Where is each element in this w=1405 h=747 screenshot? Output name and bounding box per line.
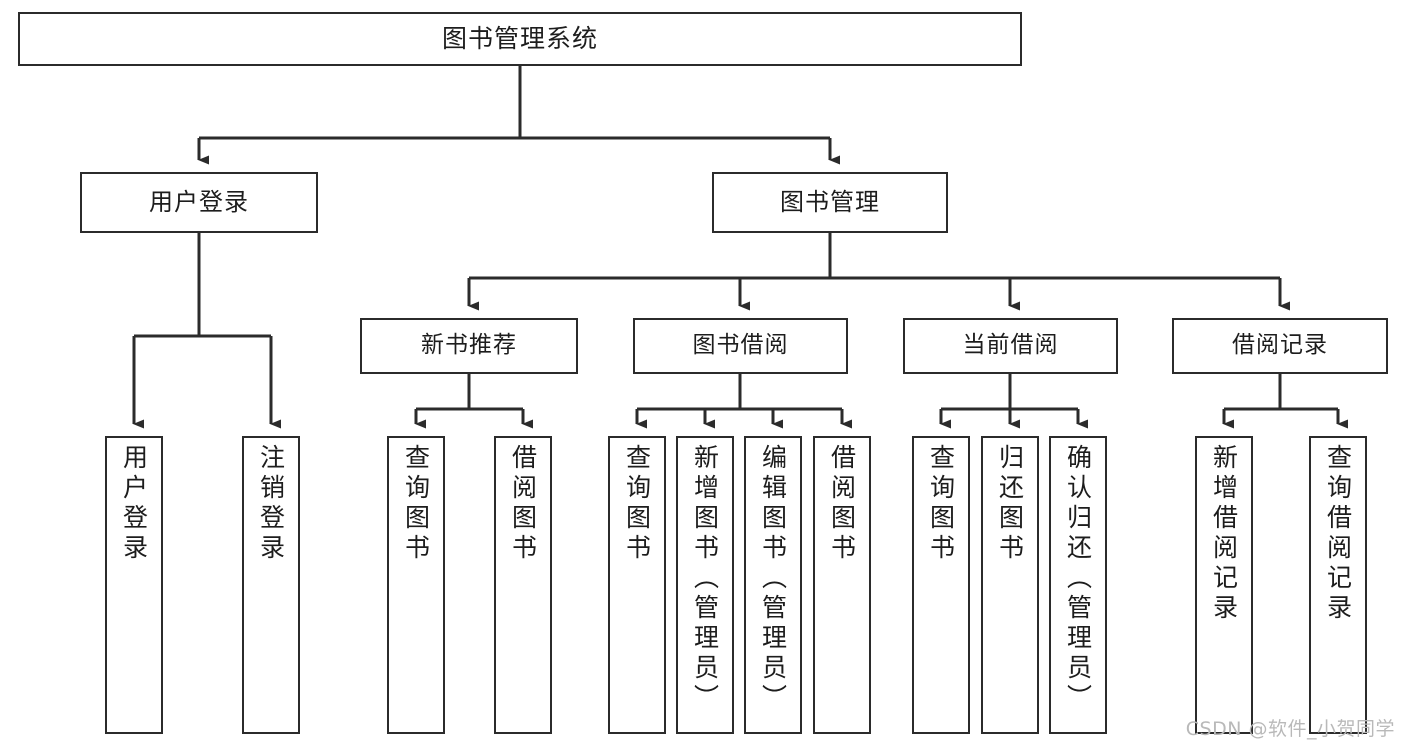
node-label: 归还图书 — [995, 444, 1025, 564]
node-label: 用户登录 — [149, 188, 249, 217]
node-user-login[interactable]: 用户登录 — [80, 172, 318, 233]
watermark-text: CSDN @软件_小贺同学 — [1185, 718, 1395, 740]
leaf-query-book-recommend[interactable]: 查询图书 — [387, 436, 445, 734]
leaf-confirm-return-admin[interactable]: 确认归还（管理员） — [1049, 436, 1107, 734]
node-label: 图书借阅 — [692, 332, 789, 359]
leaf-borrow-book[interactable]: 借阅图书 — [813, 436, 871, 734]
node-current-borrow[interactable]: 当前借阅 — [903, 318, 1118, 374]
node-new-book-recommend[interactable]: 新书推荐 — [360, 318, 578, 374]
node-label: 注销登录 — [256, 444, 286, 564]
node-label: 编辑图书（管理员） — [758, 444, 788, 714]
node-book-borrow[interactable]: 图书借阅 — [633, 318, 848, 374]
node-label: 新书推荐 — [421, 332, 517, 359]
node-label: 新增借阅记录 — [1209, 444, 1239, 624]
node-label: 图书管理 — [780, 188, 880, 217]
node-label: 新增图书（管理员） — [690, 444, 720, 714]
node-label: 用户登录 — [119, 444, 149, 564]
leaf-edit-book-admin[interactable]: 编辑图书（管理员） — [744, 436, 802, 734]
node-label: 图书管理系统 — [441, 24, 598, 54]
node-borrow-record[interactable]: 借阅记录 — [1172, 318, 1388, 374]
node-label: 查询图书 — [622, 444, 652, 564]
node-label: 借阅图书 — [827, 444, 857, 564]
leaf-return-book[interactable]: 归还图书 — [981, 436, 1039, 734]
leaf-add-book-admin[interactable]: 新增图书（管理员） — [676, 436, 734, 734]
leaf-logout[interactable]: 注销登录 — [242, 436, 300, 734]
node-label: 当前借阅 — [962, 332, 1059, 359]
leaf-borrow-book-recommend[interactable]: 借阅图书 — [494, 436, 552, 734]
node-label: 查询图书 — [401, 444, 431, 564]
leaf-user-login[interactable]: 用户登录 — [105, 436, 163, 734]
leaf-add-borrow-record[interactable]: 新增借阅记录 — [1195, 436, 1253, 734]
node-label: 查询图书 — [926, 444, 956, 564]
node-label: 借阅图书 — [508, 444, 538, 564]
node-label: 确认归还（管理员） — [1063, 444, 1093, 714]
node-book-management[interactable]: 图书管理 — [712, 172, 948, 233]
node-root-system[interactable]: 图书管理系统 — [18, 12, 1022, 66]
node-label: 查询借阅记录 — [1323, 444, 1353, 624]
node-label: 借阅记录 — [1232, 332, 1328, 359]
leaf-query-book-current[interactable]: 查询图书 — [912, 436, 970, 734]
leaf-query-borrow-record[interactable]: 查询借阅记录 — [1309, 436, 1367, 734]
leaf-query-book-borrow[interactable]: 查询图书 — [608, 436, 666, 734]
